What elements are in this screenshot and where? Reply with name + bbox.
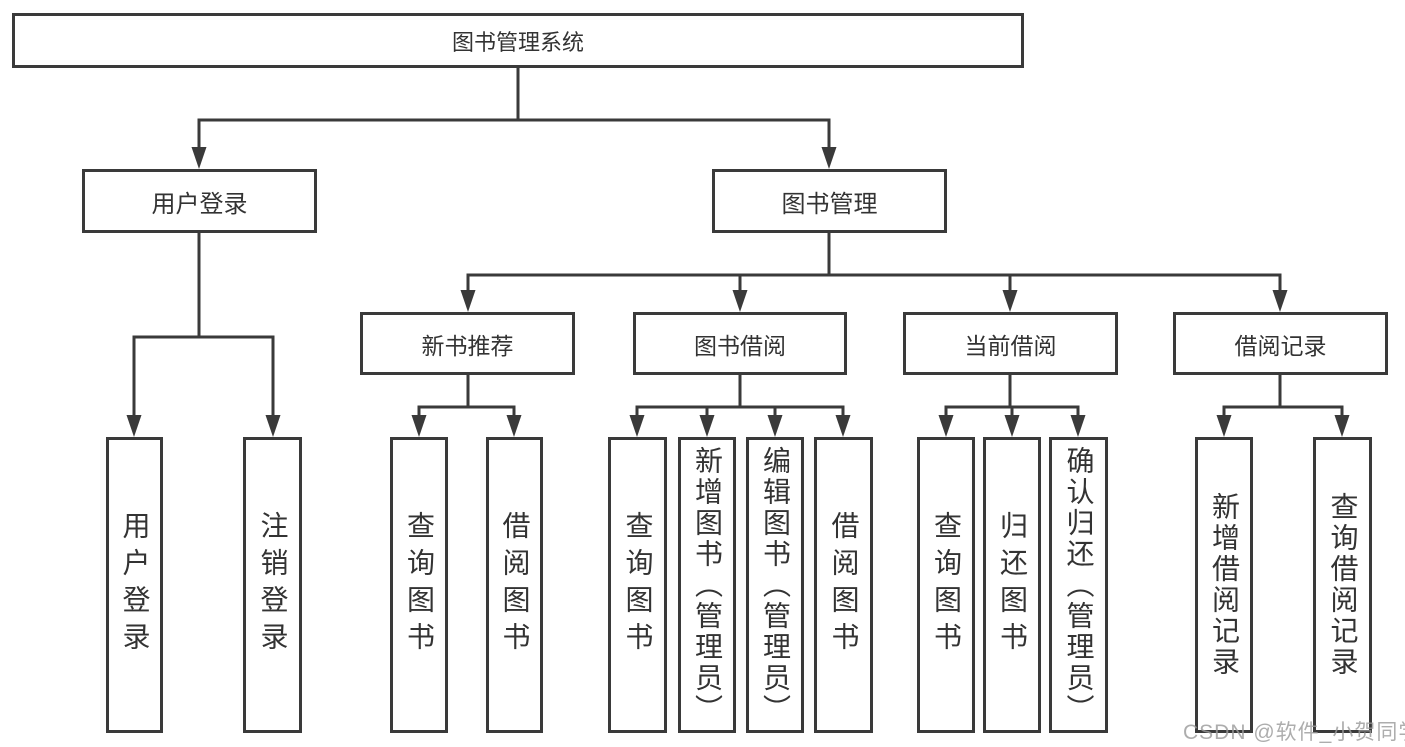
- node-book-management-system: 图书管理系统: [12, 13, 1024, 68]
- node-logout: 注销登录: [243, 437, 302, 733]
- node-label: 编辑图书（管理员）: [760, 445, 791, 725]
- arrow-down-icon: [767, 415, 783, 437]
- node-confirm-return-admin: 确认归还（管理员）: [1049, 437, 1108, 733]
- node-label: 图书管理系统: [451, 29, 584, 55]
- arrow-down-icon: [1334, 415, 1350, 437]
- node-book-borrowing: 图书借阅: [633, 312, 847, 375]
- watermark-text: CSDN @软件_小贺同学: [1183, 721, 1405, 744]
- node-label: 图书管理: [781, 190, 878, 218]
- arrow-down-icon: [1070, 415, 1086, 437]
- connector-book-management-children: [460, 231, 1288, 312]
- arrow-down-icon: [732, 290, 748, 312]
- connector-new-book-recommendation-children: [411, 373, 522, 437]
- arrow-down-icon: [1216, 415, 1232, 437]
- node-borrow-books-recommendation: 借阅图书: [486, 437, 543, 733]
- node-query-books-current: 查询图书: [917, 437, 975, 733]
- node-borrowing-records: 借阅记录: [1173, 312, 1388, 375]
- node-label: 新增借阅记录: [1209, 492, 1240, 678]
- node-add-borrowing-record: 新增借阅记录: [1195, 437, 1253, 733]
- node-label: 新书推荐: [421, 332, 514, 359]
- connector-user-login-children: [126, 231, 281, 437]
- node-label: 查询图书: [622, 511, 654, 659]
- node-new-book-recommendation: 新书推荐: [360, 312, 575, 375]
- arrow-down-icon: [821, 147, 837, 169]
- connector-borrowing-records-children: [1216, 373, 1350, 437]
- connector-root-to-level2: [191, 66, 837, 169]
- node-query-books-recommendation: 查询图书: [390, 437, 448, 733]
- node-add-books-admin: 新增图书（管理员）: [678, 437, 736, 733]
- arrow-down-icon: [265, 415, 281, 437]
- arrow-down-icon: [835, 415, 851, 437]
- node-label: 图书借阅: [694, 332, 786, 359]
- node-label: 查询图书: [404, 511, 435, 659]
- node-label: 用户登录: [119, 511, 151, 659]
- node-label: 用户登录: [151, 190, 248, 218]
- node-current-borrowing: 当前借阅: [903, 312, 1118, 375]
- node-book-management: 图书管理: [712, 169, 947, 233]
- node-label: 归还图书: [997, 511, 1028, 659]
- node-label: 注销登录: [257, 511, 289, 659]
- node-label: 查询图书: [931, 511, 962, 659]
- arrow-down-icon: [126, 415, 142, 437]
- node-label: 查询借阅记录: [1327, 492, 1359, 678]
- arrow-down-icon: [460, 290, 476, 312]
- node-label: 借阅记录: [1234, 332, 1327, 359]
- node-user-login-leaf: 用户登录: [106, 437, 163, 733]
- arrow-down-icon: [411, 415, 427, 437]
- node-label: 借阅图书: [499, 511, 531, 659]
- node-query-books-borrowing: 查询图书: [608, 437, 667, 733]
- node-label: 新增图书（管理员）: [692, 445, 723, 725]
- node-label: 借阅图书: [828, 511, 860, 659]
- node-user-login: 用户登录: [82, 169, 317, 233]
- arrow-down-icon: [1002, 290, 1018, 312]
- node-return-books: 归还图书: [983, 437, 1041, 733]
- connector-current-borrowing-children: [938, 373, 1086, 437]
- arrow-down-icon: [506, 415, 522, 437]
- arrow-down-icon: [1004, 415, 1020, 437]
- arrow-down-icon: [938, 415, 954, 437]
- arrow-down-icon: [699, 415, 715, 437]
- node-edit-books-admin: 编辑图书（管理员）: [746, 437, 804, 733]
- node-borrow-books-leaf: 借阅图书: [814, 437, 873, 733]
- connector-book-borrowing-children: [629, 373, 851, 437]
- node-label: 确认归还（管理员）: [1063, 445, 1095, 725]
- arrow-down-icon: [191, 147, 207, 169]
- node-label: 当前借阅: [964, 332, 1057, 359]
- arrow-down-icon: [629, 415, 645, 437]
- arrow-down-icon: [1272, 290, 1288, 312]
- node-query-borrowing-record: 查询借阅记录: [1313, 437, 1372, 733]
